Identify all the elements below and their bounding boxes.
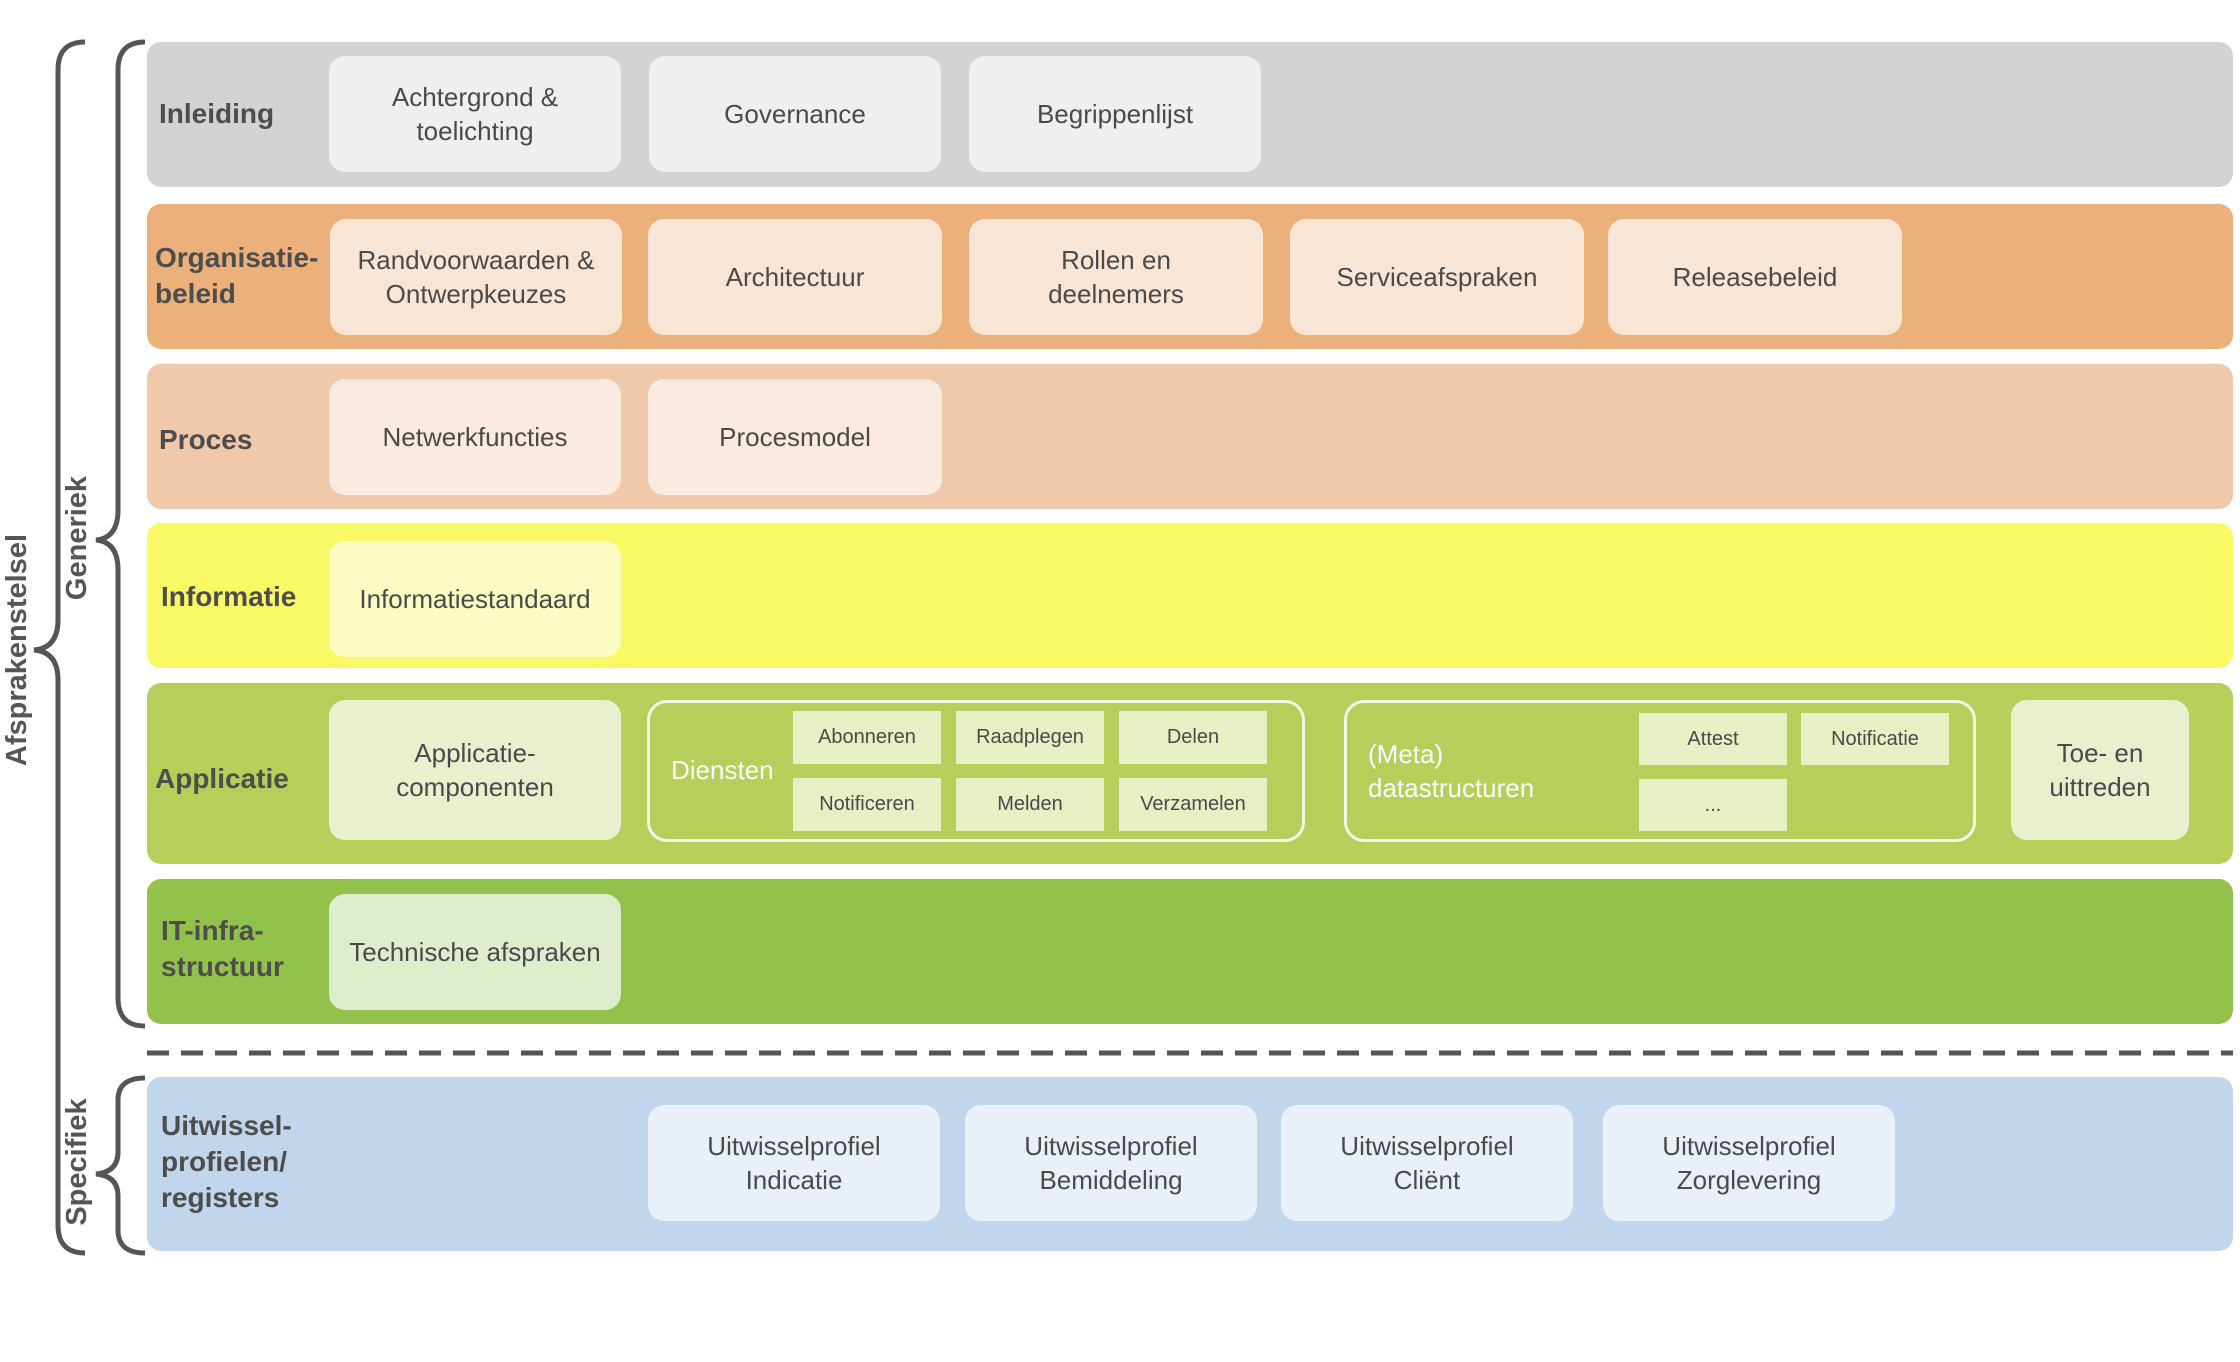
layer-uitwisselprofielen: Uitwissel- profielen/ registers Uitwisse…	[147, 1077, 2233, 1251]
layer-title: Inleiding	[159, 98, 275, 129]
box-begrippenlijst[interactable]: Begrippenlijst	[969, 56, 1261, 172]
layer-title: Uitwissel- profielen/ registers	[161, 1110, 292, 1213]
afsprakenstelsel-label: Afsprakenstelsel	[1, 533, 33, 767]
dienst-abonneren[interactable]: Abonneren	[793, 711, 941, 764]
generiek-label: Generiek	[61, 475, 93, 601]
dienst-raadplegen[interactable]: Raadplegen	[956, 711, 1104, 764]
box-achtergrond[interactable]: Achtergrond & toelichting	[329, 56, 621, 172]
layer-proces: Proces Netwerkfuncties Procesmodel	[147, 364, 2233, 509]
layer-title: Informatie	[161, 581, 297, 612]
box-architectuur[interactable]: Architectuur	[648, 219, 942, 335]
brackets	[33, 39, 2233, 1256]
datastructuur-notificatie[interactable]: Notificatie	[1801, 713, 1949, 765]
box-uitwisselprofiel-indicatie[interactable]: Uitwisselprofiel Indicatie	[648, 1105, 940, 1221]
box-releasebeleid[interactable]: Releasebeleid	[1608, 219, 1902, 335]
dienst-melden[interactable]: Melden	[956, 778, 1104, 831]
box-randvoorwaarden[interactable]: Randvoorwaarden & Ontwerpkeuzes	[330, 219, 622, 335]
box-toe-uittreden[interactable]: Toe- en uittreden	[2011, 700, 2189, 840]
box-informatiestandaard[interactable]: Informatiestandaard	[329, 541, 621, 657]
layer-applicatie: Applicatie Applicatie- componenten Diens…	[147, 683, 2233, 864]
diensten-group: Diensten Abonneren Raadplegen Delen Noti…	[647, 700, 1305, 842]
box-serviceafspraken[interactable]: Serviceafspraken	[1290, 219, 1584, 335]
layer-title: Applicatie	[155, 763, 289, 794]
layer-title: Organisatie- beleid	[155, 242, 319, 309]
layer-inleiding: Inleiding Achtergrond & toelichting Gove…	[147, 42, 2233, 187]
layer-organisatiebeleid: Organisatie- beleid Randvoorwaarden & On…	[147, 204, 2233, 349]
box-procesmodel[interactable]: Procesmodel	[648, 379, 942, 495]
dienst-verzamelen[interactable]: Verzamelen	[1119, 778, 1267, 831]
specifiek-bracket	[95, 1075, 146, 1256]
layer-it-infrastructuur: IT-infra- structuur Technische afspraken	[147, 879, 2233, 1024]
layer-title: Proces	[159, 424, 253, 455]
box-governance[interactable]: Governance	[649, 56, 941, 172]
box-applicatie-componenten[interactable]: Applicatie- componenten	[329, 700, 621, 840]
box-rollen[interactable]: Rollen en deelnemers	[969, 219, 1263, 335]
layer-informatie: Informatie Informatiestandaard	[147, 523, 2233, 668]
dienst-delen[interactable]: Delen	[1119, 711, 1267, 764]
afsprakenstelsel-bracket	[33, 39, 86, 1256]
datastructuur-more[interactable]: ...	[1639, 779, 1787, 831]
specifiek-label: Specifiek	[61, 1098, 93, 1226]
box-uitwisselprofiel-bemiddeling[interactable]: Uitwisselprofiel Bemiddeling	[965, 1105, 1257, 1221]
box-technische-afspraken[interactable]: Technische afspraken	[329, 894, 621, 1010]
datastructuren-label: (Meta) datastructuren	[1368, 739, 1535, 803]
layer-title: IT-infra- structuur	[161, 915, 284, 982]
generiek-bracket	[95, 39, 146, 1029]
dienst-notificeren[interactable]: Notificeren	[793, 778, 941, 831]
datastructuur-attest[interactable]: Attest	[1639, 713, 1787, 765]
diensten-label: Diensten	[671, 755, 774, 785]
datastructuren-group: (Meta) datastructuren Attest Notificatie…	[1344, 700, 1976, 842]
box-netwerkfuncties[interactable]: Netwerkfuncties	[329, 379, 621, 495]
box-uitwisselprofiel-client[interactable]: Uitwisselprofiel Cliënt	[1281, 1105, 1573, 1221]
box-uitwisselprofiel-zorglevering[interactable]: Uitwisselprofiel Zorglevering	[1603, 1105, 1895, 1221]
